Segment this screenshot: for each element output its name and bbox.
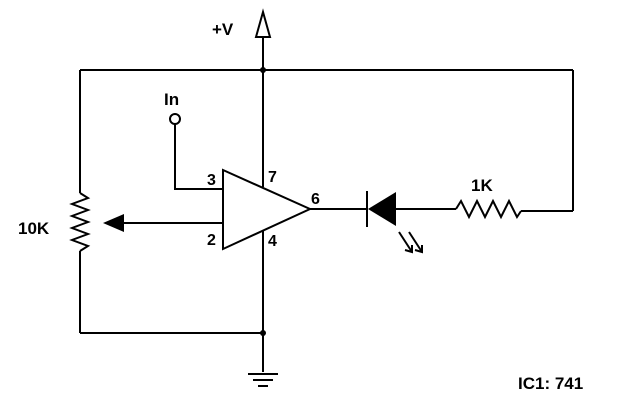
resistor-value-label: 1K <box>471 176 493 195</box>
input-terminal <box>169 113 223 190</box>
pin-4-label: 4 <box>268 233 277 250</box>
op-amp-triangle-icon <box>222 168 313 251</box>
supply-label: +V <box>212 20 234 39</box>
bottom-junction-dot <box>260 330 266 336</box>
pot-value-label: 10K <box>18 219 50 238</box>
supply-arrow-icon <box>254 8 272 70</box>
pin-2-label: 2 <box>207 232 216 249</box>
wiper-arrow-icon <box>103 214 223 232</box>
input-label: In <box>164 90 179 109</box>
pin-6-label: 6 <box>311 191 320 208</box>
ic-label: IC1: 741 <box>518 374 583 393</box>
light-emission-arrows-icon <box>398 231 423 254</box>
pin-7-label: 7 <box>268 169 277 186</box>
resistor-icon <box>455 198 573 220</box>
top-rail-wire <box>79 69 574 211</box>
potentiometer-icon <box>69 192 91 333</box>
ground-icon <box>248 373 278 387</box>
led-icon <box>366 191 456 227</box>
pin-3-label: 3 <box>207 172 216 189</box>
